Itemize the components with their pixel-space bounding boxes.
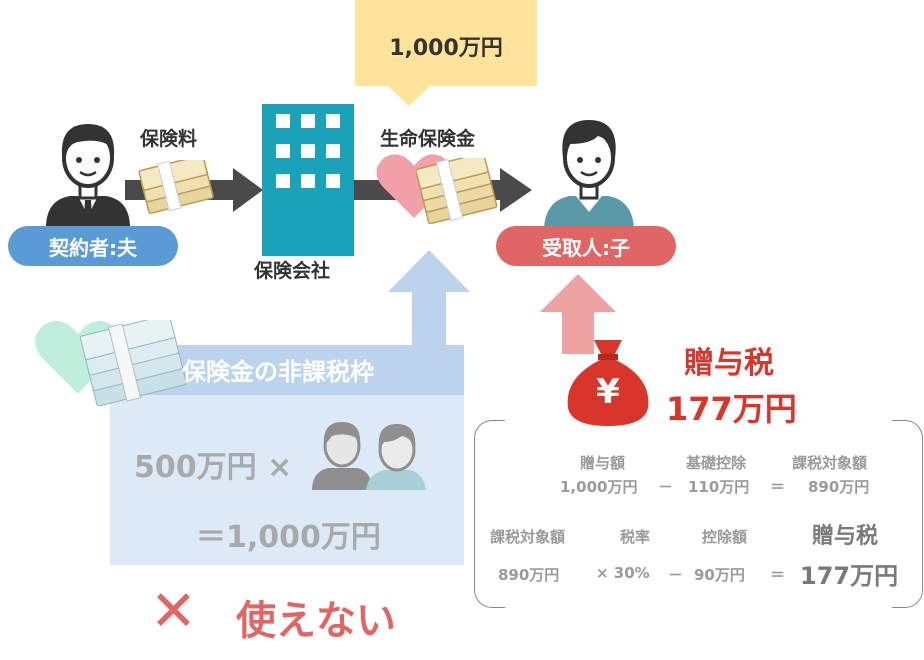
faded-money-icon [80, 320, 187, 406]
money-bundle-icon [138, 160, 214, 215]
payout-callout [355, 0, 537, 86]
gift-tax-title: 贈与税 [684, 346, 774, 381]
calc-value-basic-deduction: 110万円 [688, 478, 750, 496]
calc-value-deduction: 90万円 [694, 566, 745, 584]
payout-amount: 1,000万円 [389, 36, 503, 61]
money-bundle-icon [416, 158, 498, 224]
calc-minus-2: － [668, 566, 684, 584]
calc-value-taxable-2: 890万円 [498, 566, 560, 584]
calc-header-gift-amount: 贈与額 [580, 454, 626, 472]
yen-symbol: ¥ [596, 372, 620, 412]
premium-label: 保険料 [140, 128, 198, 150]
contractor-pill: 契約者:夫 [8, 226, 178, 266]
calc-header-taxable: 課税対象額 [792, 454, 868, 472]
unavailable-text: 使えない [236, 598, 396, 644]
callout-pointer [386, 84, 432, 106]
calc-value-gift-amount: 1,000万円 [560, 478, 638, 496]
gift-tax-up-arrow [540, 274, 616, 354]
calc-equals: ＝ [770, 478, 786, 496]
recipient-pill: 受取人:子 [496, 226, 676, 266]
exemption-title: 保険金の非課税枠 [182, 358, 374, 386]
calc-bracket-left [474, 420, 505, 608]
calc-value-gift-tax: 177万円 [800, 562, 899, 590]
family-icon [312, 422, 426, 490]
calc-value-tax-rate: × 30% [596, 564, 650, 582]
exemption-formula-line1: 500万円 × [134, 450, 293, 485]
exemption-up-arrow [388, 250, 470, 370]
calc-header-deduction: 控除額 [702, 528, 748, 546]
calc-header-taxable-2: 課税対象額 [490, 528, 566, 546]
money-bag-icon [567, 340, 649, 426]
life-insurance-label: 生命保険金 [380, 128, 476, 150]
calc-equals-2: ＝ [770, 566, 786, 584]
calc-value-taxable: 890万円 [808, 478, 870, 496]
exemption-formula-line2: ＝1,000万円 [196, 520, 381, 555]
calc-header-basic-deduction: 基礎控除 [686, 454, 747, 472]
gift-tax-amount: 177万円 [666, 390, 797, 428]
child-person-icon [544, 120, 634, 228]
insurance-building-icon [262, 104, 354, 256]
cross-icon: ✕ [150, 579, 197, 644]
calc-bracket-right [892, 420, 923, 608]
calc-header-gift-tax: 贈与税 [812, 524, 879, 549]
calc-minus: － [658, 478, 674, 496]
insurer-label: 保険会社 [254, 260, 331, 282]
husband-person-icon [46, 124, 130, 228]
calc-header-tax-rate: 税率 [620, 528, 651, 546]
